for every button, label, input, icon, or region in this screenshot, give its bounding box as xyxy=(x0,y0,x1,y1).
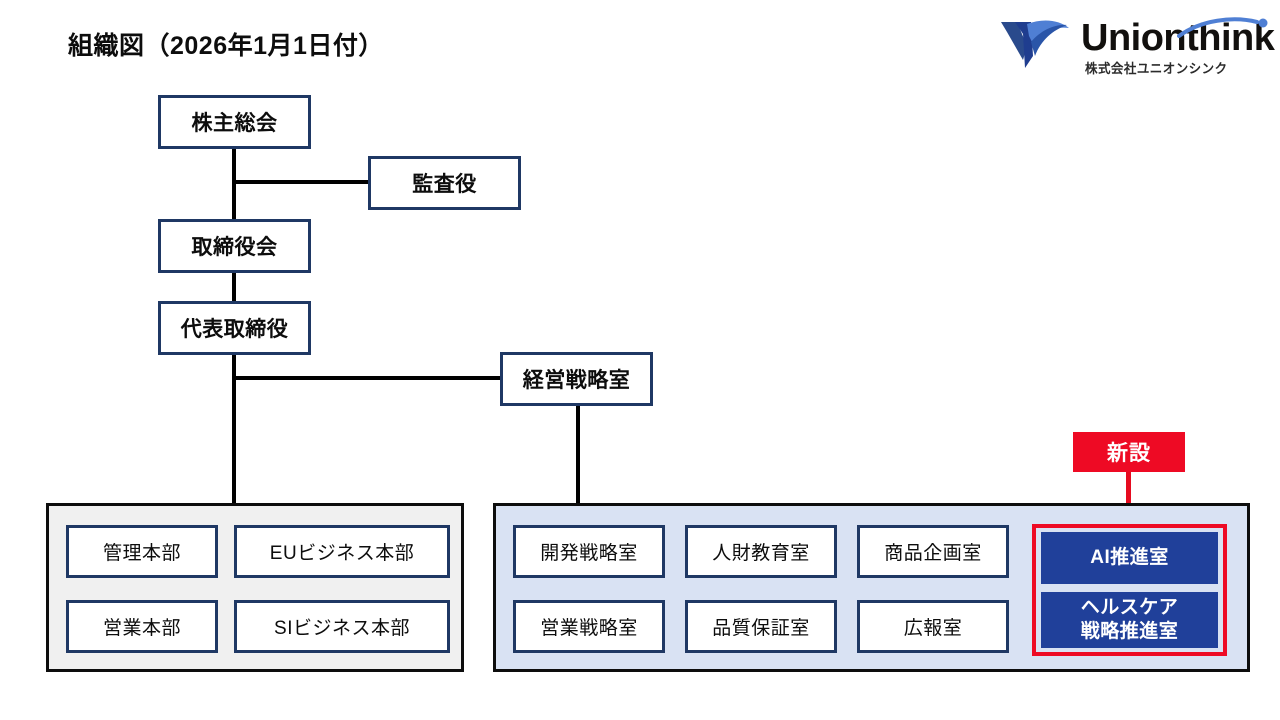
unit-sales-strategy-office[interactable]: 営業戦略室 xyxy=(513,600,665,653)
unit-ai-promotion-office[interactable]: AI推進室 xyxy=(1041,532,1218,584)
connector-board-to-director xyxy=(232,272,236,302)
logo-swoosh-accent-icon xyxy=(1177,17,1268,38)
unit-quality-assurance-office[interactable]: 品質保証室 xyxy=(685,600,837,653)
node-board-of-directors[interactable]: 取締役会 xyxy=(158,219,311,273)
unit-eu-business-division[interactable]: EUビジネス本部 xyxy=(234,525,450,578)
unit-development-strategy-office[interactable]: 開発戦略室 xyxy=(513,525,665,578)
unionthink-swoosh-icon xyxy=(1001,20,1069,68)
unit-healthcare-strategy-office[interactable]: ヘルスケア 戦略推進室 xyxy=(1041,592,1218,648)
company-logo: Unionthink 株式会社ユニオンシンク xyxy=(997,14,1275,76)
new-units-highlight-outline xyxy=(1032,524,1227,656)
node-representative-director[interactable]: 代表取締役 xyxy=(158,301,311,355)
unit-hr-education-office[interactable]: 人財教育室 xyxy=(685,525,837,578)
unit-management-division[interactable]: 管理本部 xyxy=(66,525,218,578)
unit-healthcare-strategy-office-label-line2: 戦略推進室 xyxy=(1080,621,1179,642)
unit-healthcare-strategy-office-label-line1: ヘルスケア xyxy=(1080,597,1179,618)
connector-director-to-left-group xyxy=(232,354,236,504)
group-right-offices: 開発戦略室 人財教育室 商品企画室 営業戦略室 品質保証室 広報室 AI推進室 … xyxy=(493,503,1250,672)
logo-name: Unionthink xyxy=(1081,17,1275,59)
node-auditor[interactable]: 監査役 xyxy=(368,156,521,210)
unit-si-business-division[interactable]: SIビジネス本部 xyxy=(234,600,450,653)
connector-shareholders-to-auditor xyxy=(232,180,370,184)
unit-ai-promotion-office-label: AI推進室 xyxy=(1090,547,1169,568)
connector-strategy-office-to-right-group xyxy=(576,406,580,504)
logo-text: Unionthink 株式会社ユニオンシンク xyxy=(1081,14,1275,76)
group-left-divisions: 管理本部 EUビジネス本部 営業本部 SIビジネス本部 xyxy=(46,503,464,672)
node-management-strategy-office[interactable]: 経営戦略室 xyxy=(500,352,653,406)
unit-public-relations-office[interactable]: 広報室 xyxy=(857,600,1009,653)
connector-shareholders-to-board xyxy=(232,148,236,220)
connector-director-to-strategy-office xyxy=(232,376,502,380)
unit-sales-division[interactable]: 営業本部 xyxy=(66,600,218,653)
unit-product-planning-office[interactable]: 商品企画室 xyxy=(857,525,1009,578)
node-shareholders-meeting[interactable]: 株主総会 xyxy=(158,95,311,149)
page-title: 組織図（2026年1月1日付） xyxy=(68,32,384,60)
logo-subtitle: 株式会社ユニオンシンク xyxy=(1085,61,1228,76)
connector-new-badge-to-new-units xyxy=(1126,470,1131,528)
new-badge: 新設 xyxy=(1073,432,1185,472)
